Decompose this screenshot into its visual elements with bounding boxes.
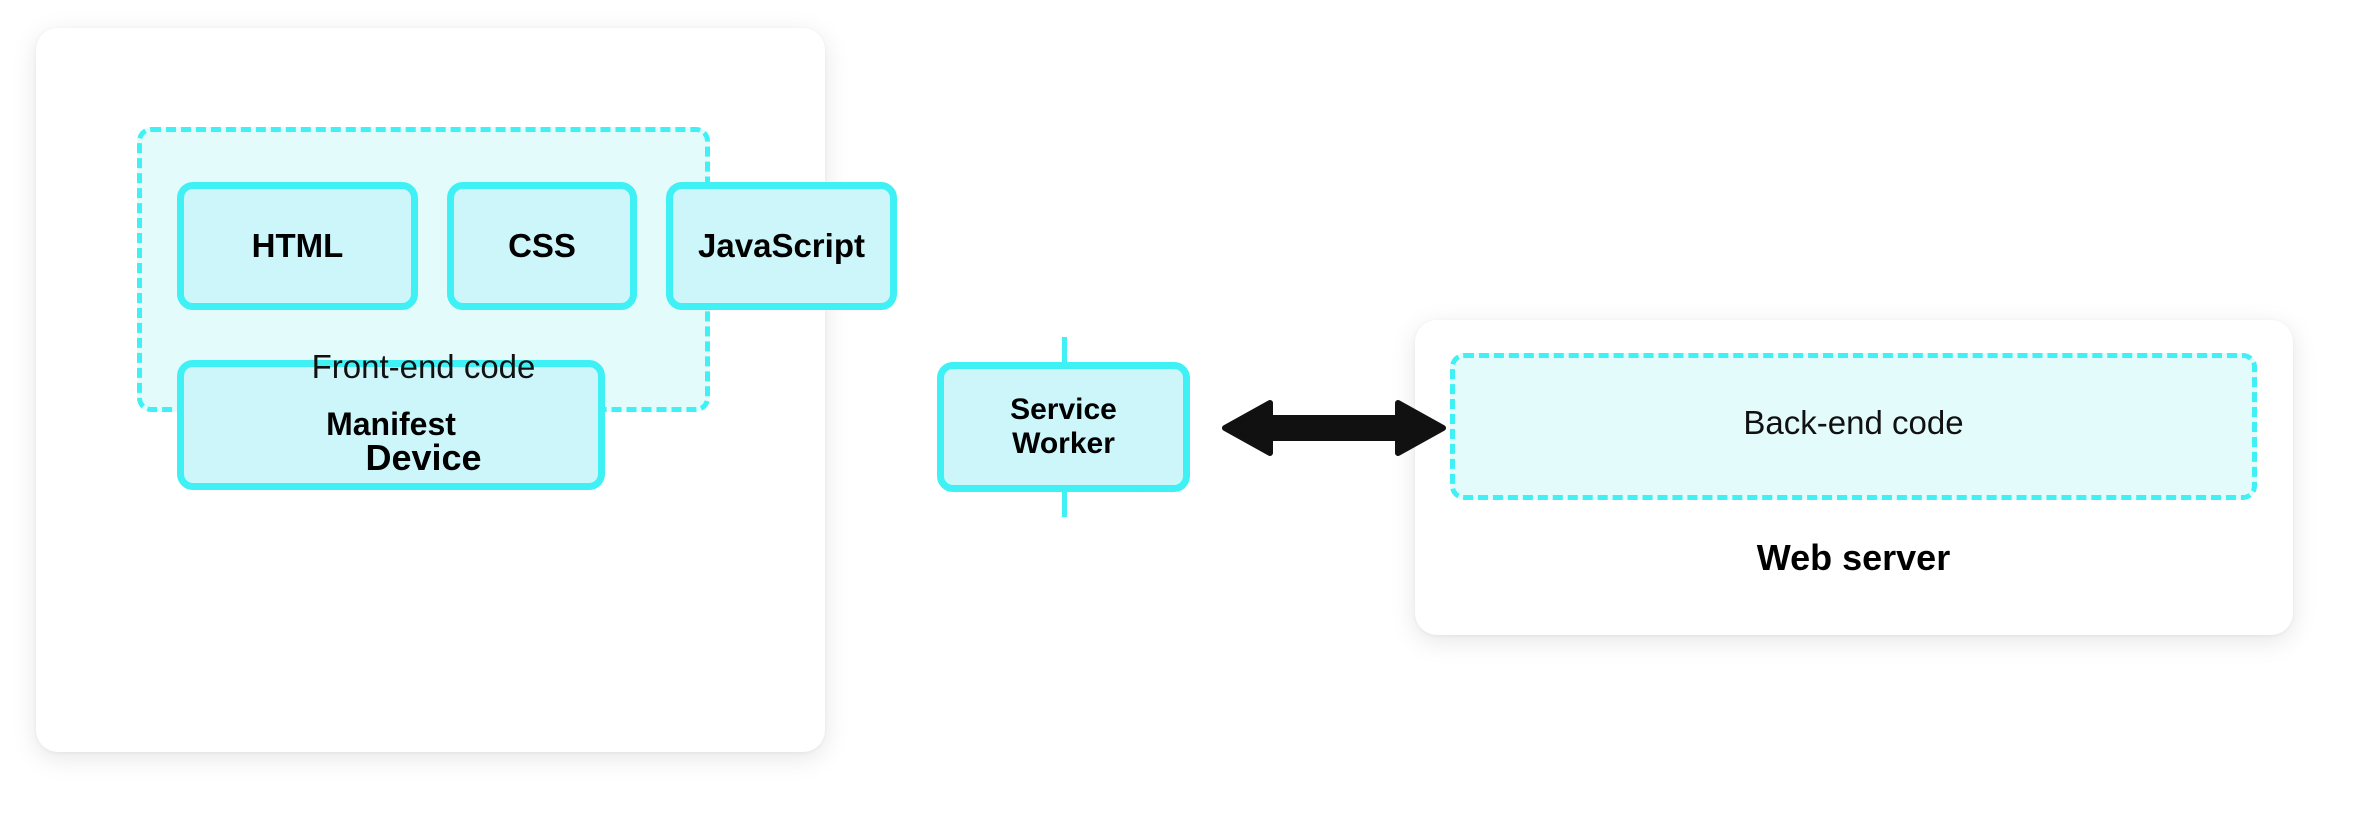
tile-html[interactable]: HTML xyxy=(177,182,418,310)
device-label: Device xyxy=(365,437,482,478)
service-worker-label-line1: Service xyxy=(1010,393,1117,427)
tile-javascript[interactable]: JavaScript xyxy=(666,182,897,310)
tile-html-label: HTML xyxy=(251,226,344,264)
frontend-border-segment-top xyxy=(1062,337,1067,363)
double-headed-arrow-icon xyxy=(1222,400,1446,456)
frontend-border-segment-bottom xyxy=(1062,491,1067,517)
tile-javascript-label: JavaScript xyxy=(698,226,865,264)
backend-code-region xyxy=(1450,353,2257,500)
tile-manifest-label: Manifest xyxy=(326,406,456,443)
service-worker-label-line2: Worker xyxy=(1012,427,1115,460)
tile-css-label: CSS xyxy=(508,226,576,264)
tile-css[interactable]: CSS xyxy=(447,182,637,310)
tile-manifest[interactable]: Manifest xyxy=(177,360,605,490)
web-server-label: Web server xyxy=(1756,537,1951,578)
tile-service-worker[interactable]: Service Worker xyxy=(937,362,1190,492)
frontend-code-label: Front-end code xyxy=(311,348,536,385)
backend-code-label: Back-end code xyxy=(1743,404,1964,441)
